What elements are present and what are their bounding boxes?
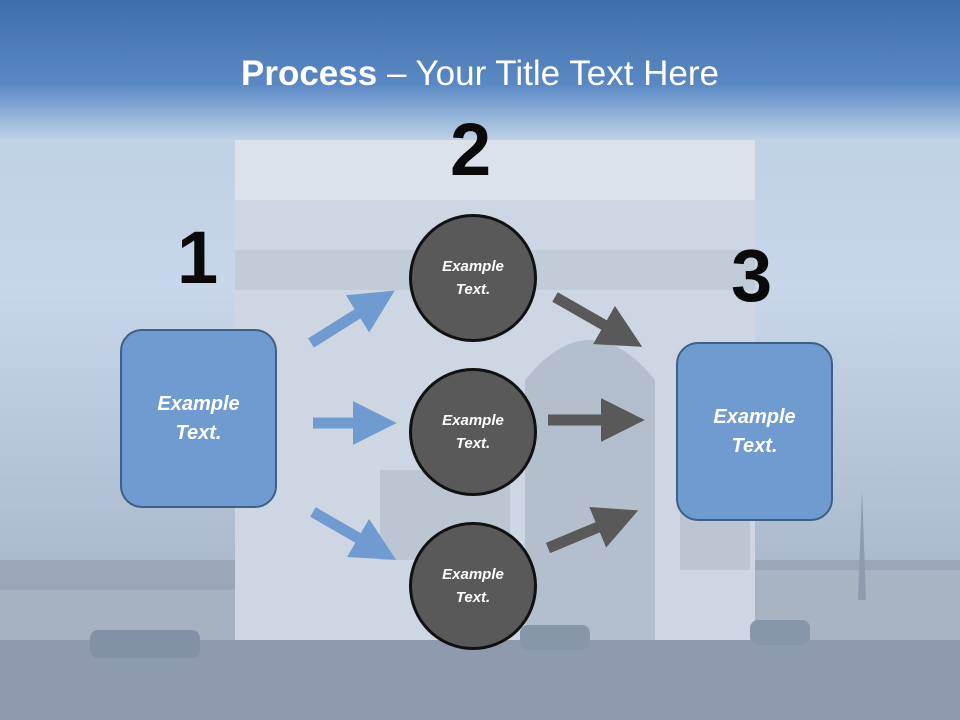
left-box-line-1: Example	[157, 392, 240, 415]
circle-middle-line-1: Example	[442, 412, 504, 429]
left-text-box[interactable]: Example Text.	[120, 329, 277, 508]
slide-title[interactable]: Process – Your Title Text Here	[0, 52, 960, 96]
circle-top-line-2: Text.	[455, 281, 491, 298]
circle-middle-line-2: Text.	[455, 435, 491, 452]
left-box-line-2: Text.	[175, 421, 222, 444]
circle-top-line-1: Example	[442, 258, 504, 275]
title-band	[0, 0, 960, 140]
step-number-1: 1	[177, 216, 219, 299]
step-number-3: 3	[731, 234, 773, 317]
process-circle-middle[interactable]: Example Text.	[409, 368, 537, 496]
step-number-2: 2	[450, 108, 492, 191]
circle-bottom-line-2: Text.	[455, 589, 491, 606]
title-rest: – Your Title Text Here	[377, 54, 719, 93]
process-circle-top[interactable]: Example Text.	[409, 214, 537, 342]
circle-bottom-line-1: Example	[442, 566, 504, 583]
arrow-right-top	[552, 292, 643, 347]
arrow-left-down	[310, 507, 397, 560]
arrow-right-bottom	[545, 507, 639, 554]
right-box-line-1: Example	[713, 405, 796, 428]
title-bold: Process	[241, 54, 378, 93]
process-circle-bottom[interactable]: Example Text.	[409, 522, 537, 650]
right-box-line-2: Text.	[731, 434, 778, 457]
right-text-box[interactable]: Example Text.	[676, 342, 833, 521]
arrow-left-up	[308, 290, 395, 348]
